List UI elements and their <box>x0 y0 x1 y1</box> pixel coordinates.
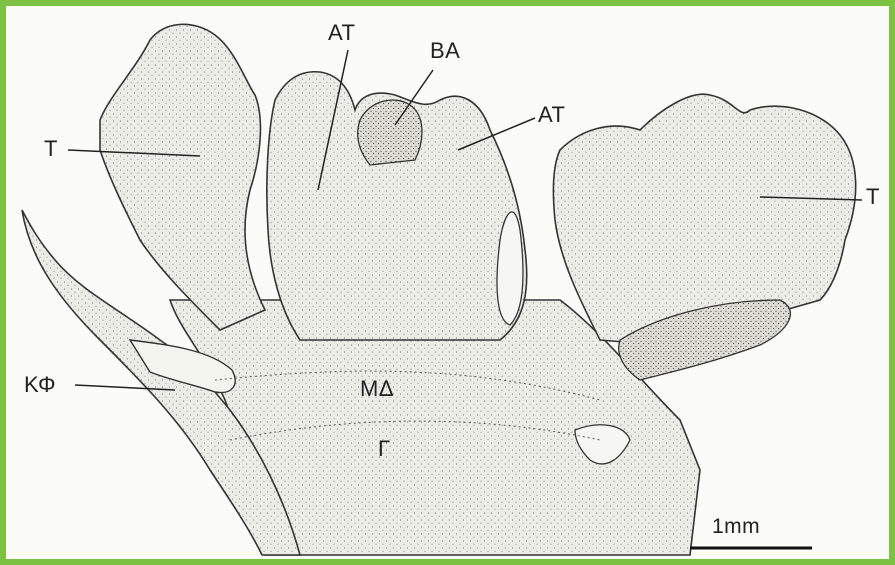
scale-bar-label: 1mm <box>712 516 760 537</box>
label-t-left: T <box>44 138 58 160</box>
left-leaf-cluster <box>100 24 265 330</box>
label-t-right: T <box>866 186 880 208</box>
apical-dome <box>358 100 422 165</box>
label-md: ΜΔ <box>360 378 394 400</box>
label-kf: ΚΦ <box>24 374 56 396</box>
label-at-top: AT <box>328 22 355 44</box>
label-ba: BA <box>430 40 460 62</box>
label-at-right: AT <box>538 104 565 126</box>
label-g: Γ <box>378 438 391 460</box>
